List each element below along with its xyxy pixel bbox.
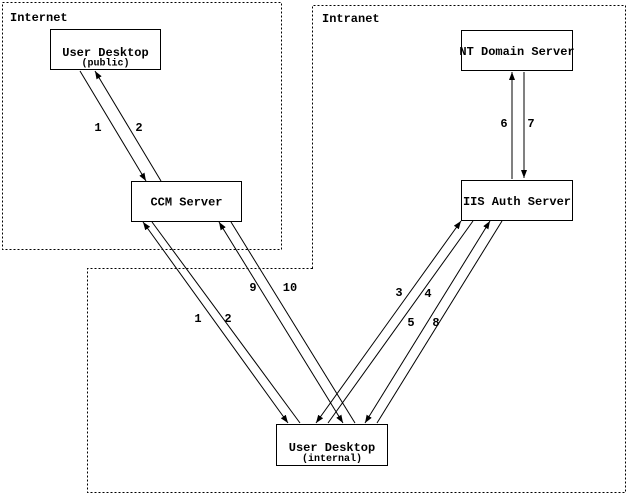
node-user-desktop-public-subtitle: (public) — [81, 58, 129, 70]
edge-label-7: 7 — [527, 117, 534, 131]
node-iis-auth-server-title: IIS Auth Server — [463, 195, 571, 209]
node-user-desktop-internal: User Desktop (internal) — [276, 424, 388, 466]
internet-region-label: Internet — [10, 11, 68, 25]
node-user-desktop-internal-title: User Desktop — [289, 441, 375, 455]
edge-label-2b: 2 — [224, 312, 231, 326]
edge-label-9: 9 — [249, 281, 256, 295]
edge-internal-iis-b-plain-line — [376, 220, 503, 424]
edge-internal-iis-a-plain-line — [327, 220, 474, 424]
edge-label-4: 4 — [424, 287, 431, 301]
edge-public-to-ccm-line — [79, 70, 147, 182]
node-nt-domain-server: NT Domain Server — [459, 30, 575, 71]
edge-label-1b: 1 — [194, 312, 201, 326]
internet-region-border — [2, 2, 282, 250]
edge-ccm-to-public-line — [94, 70, 162, 182]
edge-label-3: 3 — [395, 286, 402, 300]
edge-label-2: 2 — [135, 121, 142, 135]
node-user-desktop-public-box — [50, 29, 161, 70]
intranet-region-label: Intranet — [322, 12, 380, 26]
edge-nt-iis: 6 7 — [500, 72, 535, 179]
edge-public-ccm: 1 2 — [79, 70, 162, 182]
edge-internal-iis-a: 3 4 — [315, 220, 474, 424]
node-user-desktop-public: User Desktop (public) — [50, 29, 161, 70]
node-user-desktop-internal-box — [276, 424, 388, 466]
edge-internal-ccm: 1 2 — [142, 221, 301, 424]
edge-label-10: 10 — [283, 281, 297, 295]
node-user-desktop-public-title: User Desktop — [62, 46, 148, 60]
node-iis-auth-server: IIS Auth Server — [461, 180, 573, 221]
edge-internal-iis-b: 5 8 — [364, 220, 503, 424]
node-ccm-server-box — [131, 181, 242, 222]
intranet-region-border — [87, 5, 626, 493]
edge-ccm-internal-return-plain-line — [230, 221, 356, 424]
node-ccm-server: CCM Server — [131, 181, 242, 222]
node-user-desktop-internal-subtitle: (internal) — [302, 453, 362, 465]
edge-label-5: 5 — [407, 316, 414, 330]
edge-label-6: 6 — [500, 117, 507, 131]
node-nt-domain-server-title: NT Domain Server — [459, 45, 574, 59]
node-ccm-server-title: CCM Server — [150, 196, 222, 210]
edge-internal-ccm-arrow-line — [142, 221, 289, 424]
edge-ccm-internal-return: 9 10 — [218, 221, 356, 424]
edge-ccm-internal-return-arrow-line — [218, 221, 344, 424]
edge-internal-iis-b-arrow-line — [364, 220, 491, 424]
node-iis-auth-server-box — [461, 180, 573, 221]
node-nt-domain-server-box — [461, 30, 573, 71]
edge-label-1: 1 — [94, 121, 101, 135]
edge-label-8: 8 — [432, 316, 439, 330]
